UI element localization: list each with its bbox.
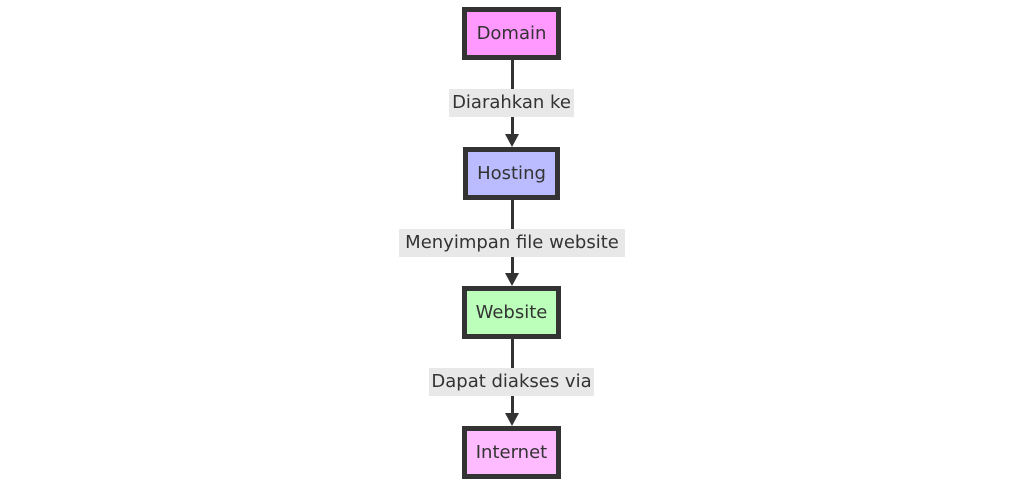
node-label: Website xyxy=(475,302,548,323)
node-label: Hosting xyxy=(477,163,546,184)
node-website[interactable]: Website xyxy=(462,286,561,339)
node-hosting[interactable]: Hosting xyxy=(463,147,560,200)
node-label: Internet xyxy=(475,442,548,463)
node-internet[interactable]: Internet xyxy=(462,426,561,479)
edge-label-hosting-website: Menyimpan file website xyxy=(399,229,625,257)
node-domain[interactable]: Domain xyxy=(462,7,561,60)
arrowhead-icon xyxy=(505,134,519,147)
edge-label-website-internet: Dapat diakses via xyxy=(429,368,594,396)
arrowhead-icon xyxy=(505,413,519,426)
edge-label-domain-hosting: Diarahkan ke xyxy=(449,89,574,117)
arrowhead-icon xyxy=(505,273,519,286)
node-label: Domain xyxy=(476,23,547,44)
